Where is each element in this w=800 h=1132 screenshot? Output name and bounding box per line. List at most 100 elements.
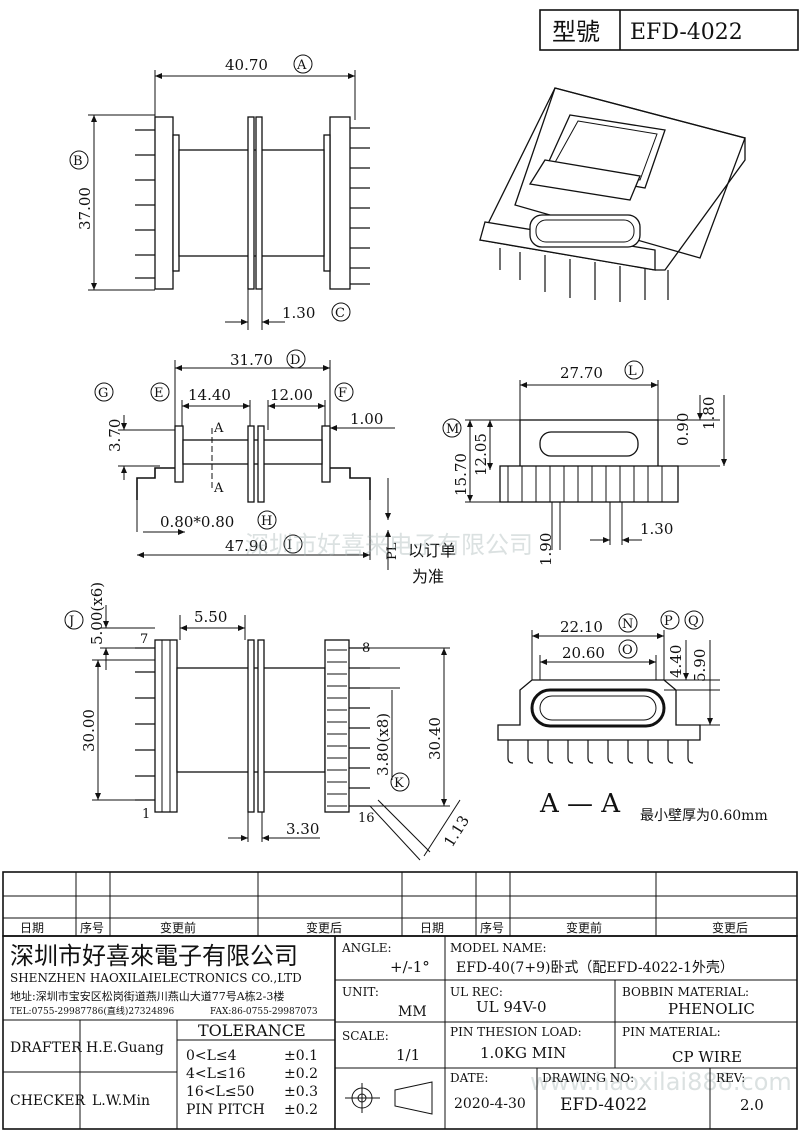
company-cn: 深圳市好喜來電子有限公司 [10, 942, 298, 970]
section-mark-top: A [213, 421, 224, 436]
circle-n: N [622, 617, 633, 632]
date-label: DATE: [450, 1071, 488, 1085]
drafter-label: DRAFTER [10, 1040, 82, 1056]
rev-header-before-2: 变更前 [566, 920, 602, 935]
ul-value: UL 94V-0 [476, 998, 547, 1016]
dim-09-value: 0.90 [674, 413, 692, 446]
dim-c-value: 1.30 [282, 304, 315, 322]
dim-f-value: 12.00 [270, 386, 313, 404]
company-fax: FAX:86-0755-29987073 [210, 1007, 318, 1017]
circle-l: L [628, 364, 637, 379]
rev-header-after-2: 变更后 [712, 920, 748, 935]
watermark-line2: www.haoxilai888.com [530, 1068, 792, 1096]
circle-j: J [67, 614, 74, 629]
scale-label: SCALE: [342, 1029, 389, 1043]
rev-header-date-2: 日期 [420, 921, 444, 935]
circle-f: F [338, 386, 347, 401]
bottom-view: 5.00(x6) J 5.50 30.00 7 [64, 582, 473, 861]
dim-q-value: 5.90 [691, 649, 709, 682]
dim-e-value: 14.40 [188, 386, 231, 404]
tol-range-2: 4<L≤16 [186, 1066, 246, 1082]
drawing-no-value: EFD-4022 [560, 1095, 647, 1115]
circle-e: E [154, 386, 164, 401]
angle-value: +/-1° [390, 958, 430, 976]
dim-13-value: 1.30 [640, 520, 673, 538]
rev-label: REV: [716, 1071, 745, 1085]
tol-value-1: ±0.1 [284, 1048, 318, 1064]
pin-load-label: PIN THESION LOAD: [450, 1025, 582, 1039]
model-label: 型號 [552, 18, 600, 46]
min-wall-note: 最小壁厚为0.60mm [640, 808, 768, 824]
dim-b-value: 37.00 [76, 187, 94, 230]
order-note-2: 为准 [412, 567, 444, 586]
circle-h: H [261, 514, 272, 529]
pin-1-label: 1 [142, 807, 150, 822]
model-name-label: MODEL NAME: [450, 941, 547, 955]
tol-value-3: ±0.3 [284, 1084, 318, 1100]
dim-113-value: 1.13 [440, 812, 473, 850]
dim-d-value: 31.70 [230, 351, 273, 369]
circle-g: G [98, 386, 108, 401]
tolerance-label: TOLERANCE [198, 1021, 306, 1040]
pin-7-label: 7 [140, 632, 148, 647]
tol-value-4: ±0.2 [284, 1102, 318, 1118]
bobbin-label: BOBBIN MATERIAL: [622, 985, 749, 999]
pin-load-value: 1.0KG MIN [480, 1044, 566, 1062]
checker-value: L.W.Min [92, 1093, 150, 1109]
tol-value-2: ±0.2 [284, 1066, 318, 1082]
rev-header-before-1: 变更前 [160, 920, 196, 935]
section-mark-bottom: A [213, 481, 224, 496]
checker-label: CHECKER [10, 1093, 86, 1109]
circle-k: K [394, 776, 404, 791]
dim-m-value: 15.70 [452, 453, 470, 496]
dim-m2-value: 12.05 [472, 433, 490, 476]
dim-fp-value: 1.00 [350, 410, 383, 428]
dim-l-value: 27.70 [560, 364, 603, 382]
pin-8-label: 8 [362, 641, 370, 656]
pin-material-label: PIN MATERIAL: [622, 1025, 721, 1039]
dim-i-value: 47.90 [225, 537, 268, 555]
title-block: 深圳市好喜來電子有限公司 SHENZHEN HAOXILAIELECTRONIC… [2, 935, 798, 1130]
dim-j-value: 5.00(x6) [88, 582, 106, 645]
company-address: 地址:深圳市宝安区松岗街道燕川燕山大道77号A栋2-3楼 [10, 989, 284, 1003]
dim-33-value: 3.30 [286, 820, 319, 838]
watermark: 深圳市好喜来电子有限公司 www.haoxilai888.com [245, 531, 792, 1096]
circle-d: D [290, 353, 300, 368]
section-label: A — A [539, 789, 621, 819]
dim-a-value: 40.70 [225, 56, 268, 74]
dim-h-value: 0.80*0.80 [160, 513, 234, 531]
pin-16-label: 16 [358, 811, 375, 826]
tol-range-1: 0<L≤4 [186, 1048, 237, 1064]
circle-m: M [446, 422, 459, 437]
ul-label: UL REC: [450, 985, 503, 999]
rev-header-no-1: 序号 [80, 920, 104, 935]
dim-18-value: 1.80 [700, 397, 718, 430]
circle-p: P [664, 614, 673, 629]
order-note-1: 以订单 [408, 541, 456, 560]
pin-material-value: CP WIRE [672, 1048, 742, 1066]
drawing-no-label: DRAWING NO: [542, 1071, 634, 1085]
dim-g-value: 3.70 [106, 419, 124, 452]
watermark-line1: 深圳市好喜来电子有限公司 [245, 531, 533, 559]
dim-o-value: 20.60 [562, 644, 605, 662]
company-en: SHENZHEN HAOXILAIELECTRONICS CO.,LTD [10, 971, 302, 985]
unit-value: MM [398, 1004, 427, 1020]
dim-p-value: 4.40 [667, 645, 685, 678]
dim-19-value: 1.90 [537, 533, 555, 566]
rev-header-no-2: 序号 [480, 920, 504, 935]
circle-i: I [287, 538, 292, 553]
pin-length-label: PL [385, 542, 400, 560]
circle-a: A [296, 58, 307, 73]
rev-header-after-1: 变更后 [306, 920, 342, 935]
circle-q: Q [688, 614, 699, 629]
model-header: 型號 EFD-4022 [539, 9, 799, 51]
dim-304-value: 30.40 [426, 717, 444, 760]
dim-30-value: 30.00 [80, 709, 98, 752]
model-value: EFD-4022 [630, 20, 743, 45]
drafter-value: H.E.Guang [86, 1040, 164, 1056]
tol-range-4: PIN PITCH [186, 1102, 265, 1118]
projection-symbol-icon [345, 1081, 433, 1115]
dim-k-value: 3.80(x8) [374, 713, 392, 776]
scale-value: 1/1 [396, 1046, 420, 1064]
